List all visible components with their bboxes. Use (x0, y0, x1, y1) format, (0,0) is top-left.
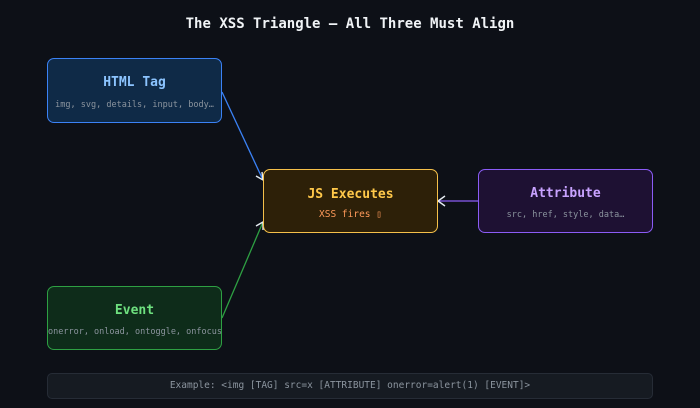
diagram-title: The XSS Triangle — All Three Must Align (185, 16, 515, 32)
node-attribute-label: Attribute (530, 186, 601, 201)
node-html-tag-label: HTML Tag (103, 75, 166, 90)
arrowhead-attribute-to-js (436, 195, 446, 207)
node-html-tag-examples: img, svg, details, input, body… (55, 100, 214, 110)
node-html-tag: HTML Tag img, svg, details, input, body… (47, 58, 222, 123)
node-js-executes-note: XSS fires ▯ (319, 209, 382, 220)
node-js-executes: JS Executes XSS fires ▯ (263, 169, 438, 233)
node-event-examples: onerror, onload, ontoggle, onfocus… (48, 327, 222, 337)
node-event-label: Event (114, 303, 155, 318)
arrow-tag-to-js (221, 91, 264, 181)
node-attribute: Attribute src, href, style, data… (478, 169, 653, 233)
example-payload: Example: <img [TAG] src=x [ATTRIBUTE] on… (47, 373, 653, 399)
node-event: Event onerror, onload, ontoggle, onfocus… (47, 286, 222, 350)
node-js-executes-label: JS Executes (307, 187, 394, 202)
node-attribute-examples: src, href, style, data… (506, 210, 625, 220)
arrow-event-to-js (221, 221, 264, 319)
